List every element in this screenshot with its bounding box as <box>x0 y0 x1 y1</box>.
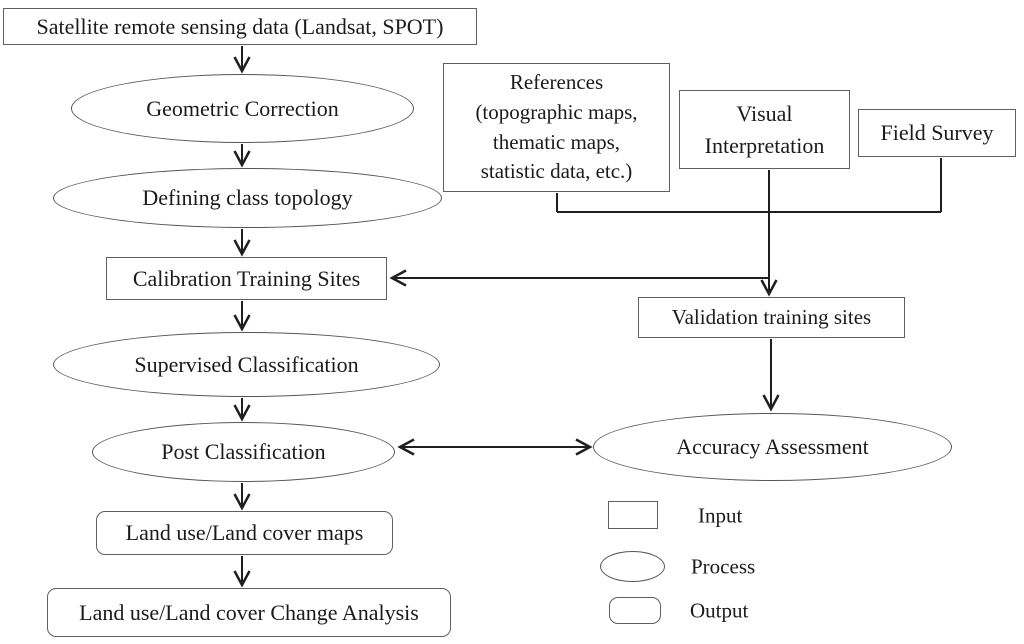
legend-output-label: Output <box>690 598 749 623</box>
legend-output-swatch <box>609 597 661 624</box>
supervised-classification-node: Supervised Classification <box>53 332 440 397</box>
legend-input-label: Input <box>698 503 743 528</box>
calibration-training-sites-node: Calibration Training Sites <box>106 257 387 300</box>
satellite-data-node: Satellite remote sensing data (Landsat, … <box>3 8 477 45</box>
references-node: References (topographic maps, thematic m… <box>443 63 670 192</box>
geometric-correction-node: Geometric Correction <box>71 74 414 143</box>
accuracy-assessment-node: Accuracy Assessment <box>593 413 952 481</box>
validation-training-sites-node: Validation training sites <box>638 297 905 338</box>
post-classification-node: Post Classification <box>92 422 395 482</box>
legend-input-swatch <box>608 501 658 529</box>
legend-process-label: Process <box>691 554 756 579</box>
land-cover-maps-node: Land use/Land cover maps <box>96 511 393 555</box>
land-cover-change-analysis-node: Land use/Land cover Change Analysis <box>47 588 451 637</box>
defining-class-topology-node: Defining class topology <box>53 168 442 228</box>
visual-interpretation-node: Visual Interpretation <box>679 90 850 169</box>
field-survey-node: Field Survey <box>858 109 1016 157</box>
legend-process-swatch <box>600 551 665 582</box>
